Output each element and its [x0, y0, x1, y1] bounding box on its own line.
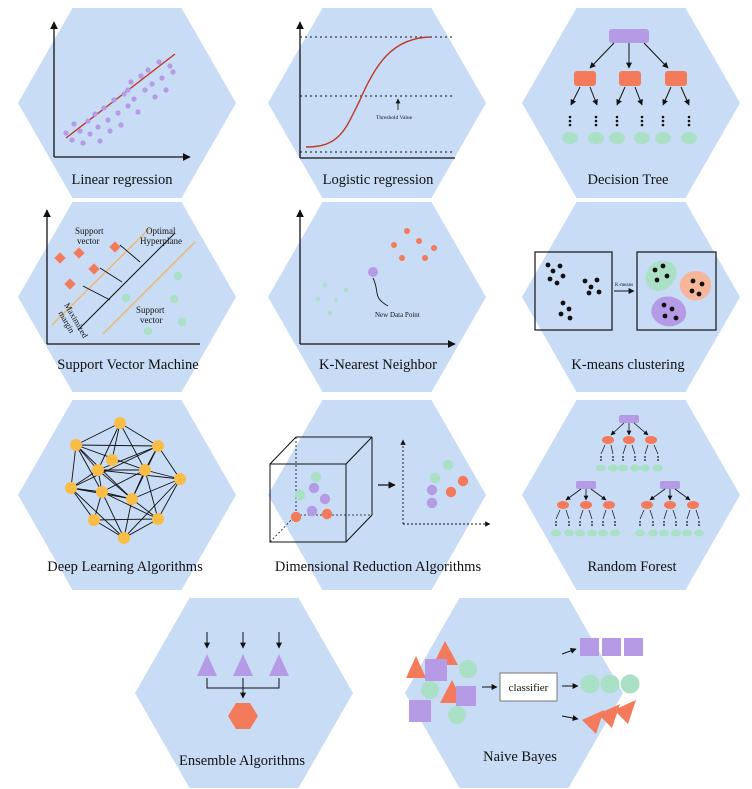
threshold-label: Threshold Value [376, 115, 413, 121]
logistic-regression-plot: Threshold Value [296, 21, 455, 159]
caption-kmeans: K-means clustering [571, 357, 685, 373]
caption-decision-tree: Decision Tree [587, 172, 669, 188]
regression-points [63, 59, 176, 146]
ensemble-output [228, 703, 258, 729]
caption-linear-regression: Linear regression [71, 172, 173, 188]
linear-regression-plot [50, 21, 191, 161]
classifier-label: classifier [509, 682, 549, 694]
dimensional-reduction-diagram [269, 436, 491, 543]
new-data-point-label: New Data Point [375, 311, 420, 319]
caption-logistic-regression: Logistic regression [322, 172, 434, 188]
regression-line [65, 53, 176, 139]
caption-svm: Support Vector Machine [57, 357, 199, 373]
ensemble-diagram [197, 632, 289, 729]
hexagon-logistic-regression [268, 8, 486, 198]
caption-naive-bayes: Naive Bayes [483, 749, 557, 765]
root-node [609, 29, 649, 43]
neural-network-diagram [65, 417, 186, 544]
sigmoid-curve [305, 36, 431, 148]
knn-diagram: New Data Point [296, 209, 456, 348]
new-data-point [368, 267, 378, 277]
kmeans-diagram: K-means [534, 251, 717, 331]
random-forest-diagram [551, 415, 704, 537]
caption-ensemble: Ensemble Algorithms [178, 753, 306, 769]
classifier-box [499, 672, 558, 702]
caption-random-forest: Random Forest [587, 559, 677, 575]
caption-deep-learning: Deep Learning Algorithms [47, 559, 203, 575]
caption-knn: K-Nearest Neighbor [319, 357, 437, 373]
decision-tree-diagram [562, 29, 697, 144]
caption-dimensional-reduction: Dimensional Reduction Algorithms [274, 559, 482, 575]
naive-bayes-diagram: classifier [406, 638, 643, 734]
hexagon-knn [268, 202, 486, 392]
kmeans-arrow-label: K-means [615, 283, 633, 288]
